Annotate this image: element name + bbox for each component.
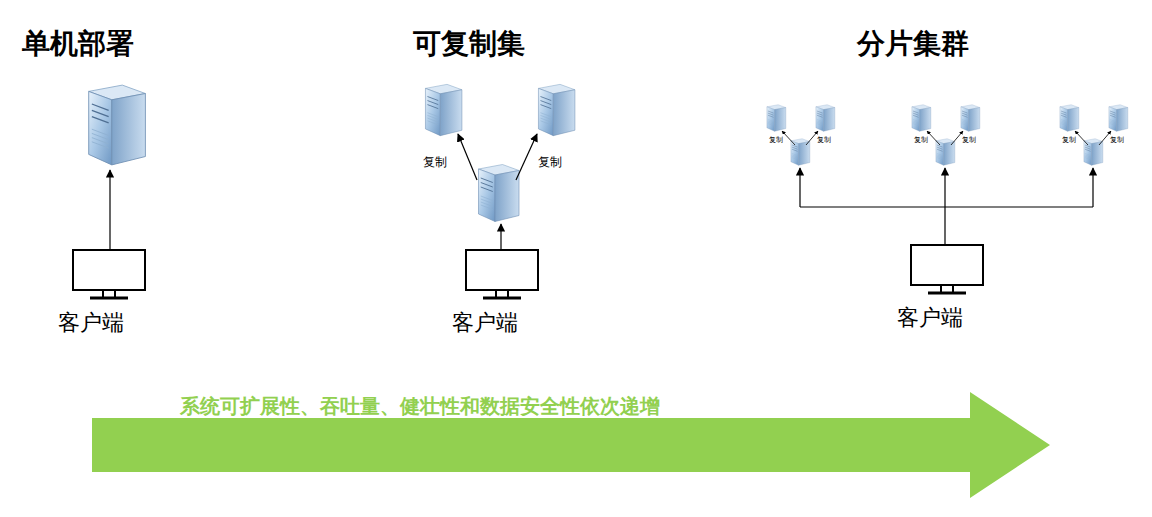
replication-label: 复制 [962, 136, 976, 144]
section-title: 分片集群 [857, 28, 969, 60]
client-label: 客户端 [58, 310, 124, 335]
replication-label: 复制 [538, 156, 562, 170]
replication-label: 复制 [423, 156, 447, 170]
progress-arrow: 系统可扩展性、吞吐量、健壮性和数据安全性依次递增 [92, 392, 1050, 498]
client-node: 客户端 [50, 248, 150, 340]
client-label: 客户端 [897, 305, 963, 330]
replication-label: 复制 [817, 136, 831, 144]
section-title: 单机部署 [22, 28, 134, 60]
section-title: 可复制集 [413, 28, 525, 60]
client-node: 客户端 [445, 248, 545, 340]
replication-label: 复制 [1062, 136, 1076, 144]
replication-label: 复制 [1110, 136, 1124, 144]
replication-label: 复制 [769, 136, 783, 144]
client-label: 客户端 [452, 310, 518, 335]
replication-label: 复制 [914, 136, 928, 144]
client-node: 客户端 [890, 243, 990, 335]
arrow-caption: 系统可扩展性、吞吐量、健壮性和数据安全性依次递增 [180, 395, 660, 418]
